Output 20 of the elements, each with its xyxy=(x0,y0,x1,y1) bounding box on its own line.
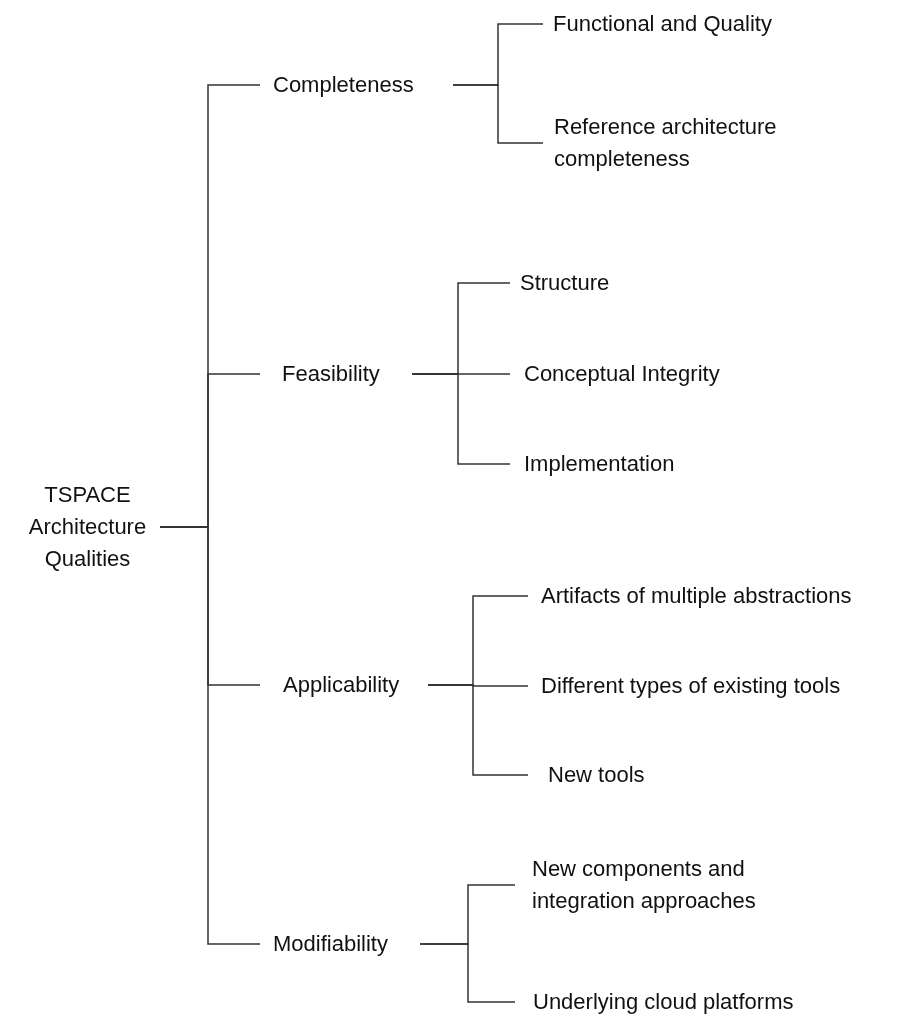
branch-label: Structure xyxy=(520,269,610,297)
branch-label: Functional and Quality xyxy=(553,10,772,38)
branch-label: New components and integration approaches xyxy=(532,855,757,915)
root-label: TSPACE Architecture Qualities xyxy=(27,481,148,573)
branch-label: Implementation xyxy=(524,450,675,478)
branch-label: Feasibility xyxy=(282,360,381,388)
branch-label: Underlying cloud platforms xyxy=(533,988,794,1016)
branch-label: New tools xyxy=(548,761,645,789)
connector-line xyxy=(427,684,529,776)
branch-label: Artifacts of multiple abstractions xyxy=(541,582,852,610)
connector-line xyxy=(411,373,511,465)
connector-line xyxy=(159,526,261,945)
branch-label: Different types of existing tools xyxy=(541,672,841,700)
branch-label: Conceptual Integrity xyxy=(524,360,720,388)
connector-line xyxy=(419,943,516,1003)
branch-label: Modifiability xyxy=(273,930,389,958)
connector-line xyxy=(452,84,544,144)
branch-label: Reference architecture completeness xyxy=(554,113,778,173)
branch-label: Completeness xyxy=(273,71,415,99)
branch-label: Applicability xyxy=(283,671,401,699)
